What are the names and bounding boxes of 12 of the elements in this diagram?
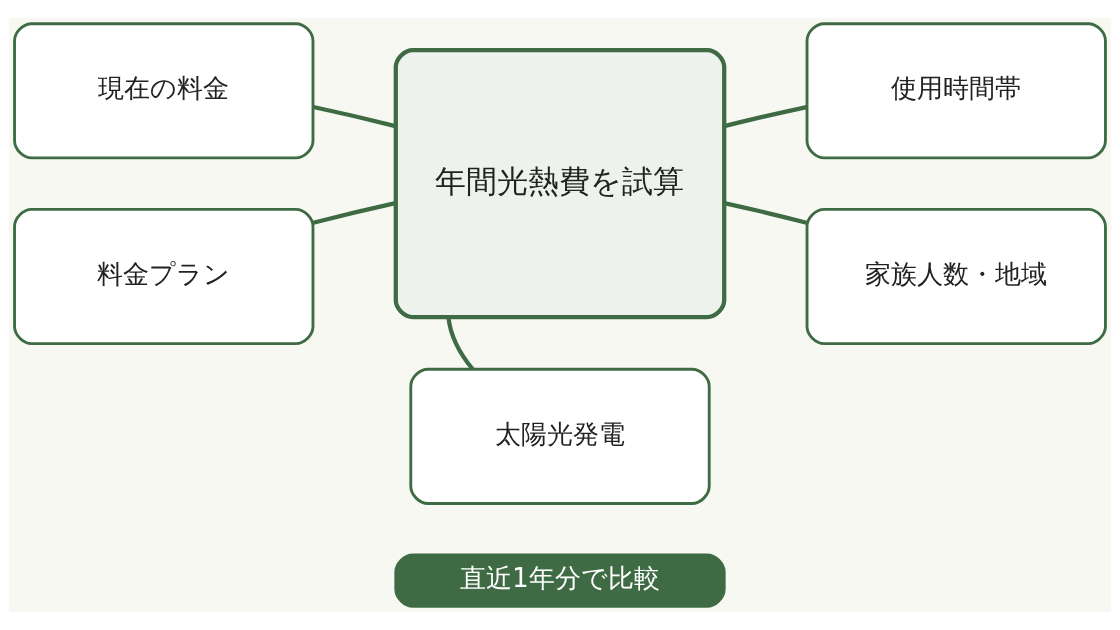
connector xyxy=(312,104,396,129)
connector xyxy=(723,200,808,225)
node-box: 太陽光発電 xyxy=(409,367,711,505)
node-box: 家族人数・地域 xyxy=(805,207,1107,345)
node-box: 料金プラン xyxy=(13,207,315,345)
connector xyxy=(446,317,475,371)
connector xyxy=(723,104,808,129)
node-box: 使用時間帯 xyxy=(805,22,1107,160)
connector xyxy=(312,201,396,225)
node-box: 現在の料金 xyxy=(13,22,315,160)
node-box: 年間光熱費を試算 xyxy=(393,48,727,320)
node-box: 直近1年分で比較 xyxy=(394,553,726,608)
